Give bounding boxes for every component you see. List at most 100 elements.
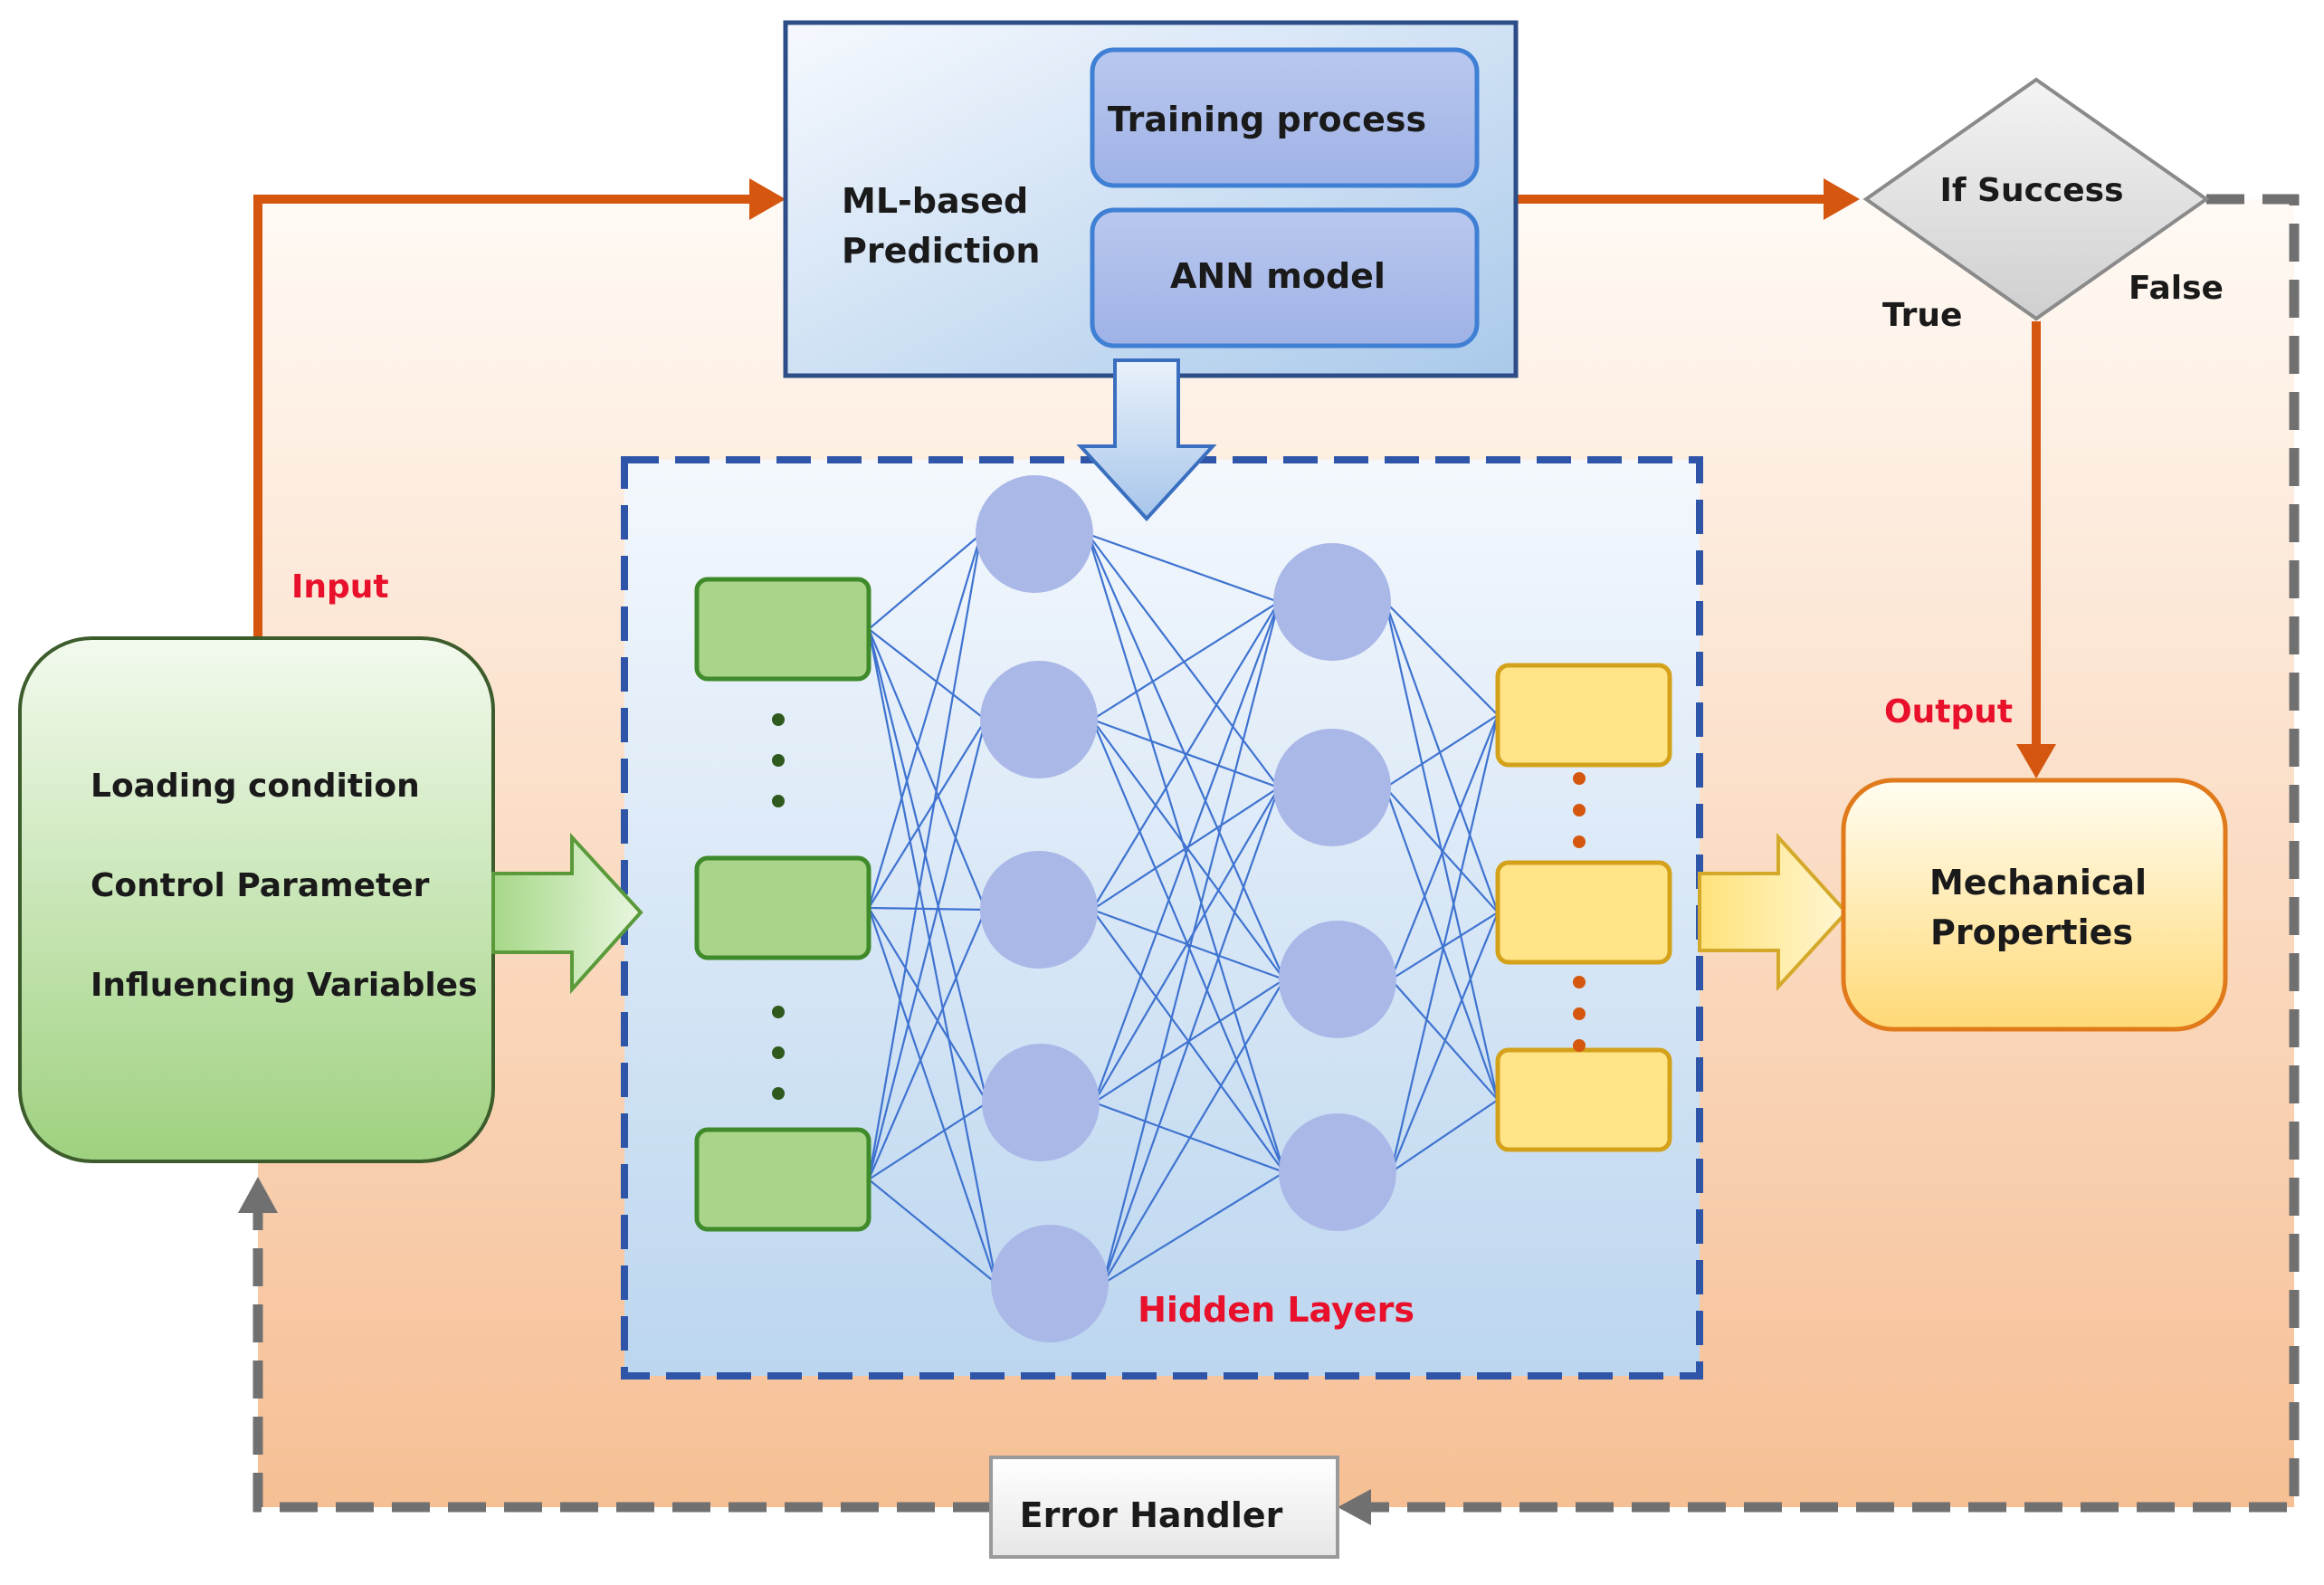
hidden-neuron [1273, 729, 1391, 846]
hidden-neuron [982, 1044, 1100, 1161]
decision-diamond [1862, 77, 2210, 321]
training-process-pill [1090, 47, 1480, 188]
hidden-layers-label: Hidden Layers [1138, 1290, 1414, 1330]
connection-line [868, 1179, 997, 1284]
connection-line [868, 719, 986, 909]
ellipsis-dot [1573, 1039, 1586, 1052]
input-node [694, 855, 872, 960]
feedback-arrowhead-up [238, 1177, 278, 1213]
connection-line [1385, 601, 1499, 716]
input-item-influencing-variables: Influencing Variables [90, 967, 478, 1004]
hidden-neuron [976, 475, 1093, 593]
connection-line [868, 1102, 988, 1180]
input-node [694, 577, 872, 682]
input-flow-arrowhead [749, 178, 786, 220]
input-to-network-arrow [491, 832, 643, 995]
connection-line [867, 628, 989, 1103]
connection-line [1390, 1099, 1499, 1173]
hidden-neuron [980, 851, 1098, 969]
input-node [694, 1127, 872, 1232]
decision-true-label: True [1882, 297, 1962, 334]
ellipsis-dot [1573, 976, 1586, 988]
ml-prediction-title-line2: Prediction [842, 231, 1040, 271]
hidden-neuron [1273, 543, 1391, 661]
connection-line [867, 909, 987, 1180]
connection-line [1101, 601, 1281, 1284]
ann-model-pill [1090, 207, 1480, 349]
connection-line [1101, 787, 1281, 1284]
connection-line [867, 628, 998, 1284]
connection-line [867, 628, 987, 911]
ellipsis-dot [772, 1046, 785, 1059]
ann-model-label: ANN model [1170, 256, 1386, 296]
connection-line [868, 628, 986, 721]
connection-line [868, 907, 988, 1103]
network-to-output-arrow [1698, 832, 1849, 992]
connection-line [1087, 533, 1280, 788]
ellipsis-dot [1573, 772, 1586, 785]
input-tag: Input [291, 568, 389, 606]
connection-line [1385, 714, 1499, 788]
connection-line [868, 533, 982, 630]
training-process-label: Training process [1108, 100, 1426, 139]
network-nodes [694, 475, 1672, 1342]
ml-to-decision-arrowhead [1824, 178, 1860, 220]
feedback-loop-return-path [252, 1213, 991, 1513]
connection-line [1390, 979, 1499, 1101]
connection-line [1091, 719, 1286, 1173]
ellipsis-dot [1573, 804, 1586, 816]
hidden-neuron [980, 661, 1098, 778]
output-tag: Output [1884, 693, 2013, 730]
connection-line [1091, 601, 1280, 911]
ellipsis-dot [772, 1087, 785, 1100]
connection-line [1091, 787, 1280, 911]
connection-line [1091, 601, 1280, 721]
input-item-control-parameter: Control Parameter [90, 867, 430, 904]
connection-line [1092, 601, 1281, 1103]
connection-line [1093, 787, 1280, 1103]
hidden-neuron [991, 1225, 1109, 1342]
output-line1: Mechanical [1929, 863, 2147, 902]
connection-line [1389, 912, 1500, 1173]
error-handler-label: Error Handler [1020, 1495, 1283, 1535]
feedback-arrowhead-left [1338, 1489, 1371, 1525]
connection-line [867, 533, 983, 1180]
connection-line [868, 906, 986, 912]
connection-line [1091, 908, 1285, 981]
output-node [1495, 1047, 1672, 1152]
connection-line [1384, 601, 1500, 913]
connection-line [1389, 714, 1500, 1173]
output-node [1495, 860, 1672, 965]
connection-line [1384, 787, 1500, 1101]
input-item-loading-condition: Loading condition [90, 768, 420, 805]
hidden-neuron [1279, 921, 1396, 1038]
ellipsis-dot [772, 754, 785, 767]
network-connections [867, 532, 1500, 1284]
connection-line [1385, 787, 1499, 913]
ellipsis-dot [772, 1006, 785, 1018]
ellipsis-dot [1573, 835, 1586, 848]
connection-line [867, 533, 983, 909]
output-node [1495, 663, 1672, 768]
ellipsis-dot [772, 713, 785, 726]
input-flow-arrow [253, 195, 756, 638]
ml-prediction-title-line1: ML-based [842, 181, 1028, 221]
connection-line [1087, 532, 1280, 604]
connection-line [867, 907, 998, 1284]
output-line2: Properties [1930, 912, 2133, 952]
connection-line [867, 719, 987, 1180]
connection-line [1091, 718, 1280, 789]
ellipsis-dot [772, 795, 785, 807]
mechanical-properties-box [1841, 778, 2228, 1032]
connection-line [1102, 1171, 1285, 1284]
decision-false-label: False [2129, 270, 2224, 307]
decision-label: If Success [1939, 172, 2123, 209]
ellipsis-dot [1573, 1007, 1586, 1020]
error-handler-box [989, 1456, 1339, 1559]
decision-to-output-arrowhead [2016, 744, 2056, 778]
feedback-loop-path [1344, 194, 2300, 1513]
connection-line [1102, 979, 1285, 1284]
hidden-neuron [1279, 1113, 1396, 1231]
ml-to-network-arrow [1076, 358, 1217, 521]
